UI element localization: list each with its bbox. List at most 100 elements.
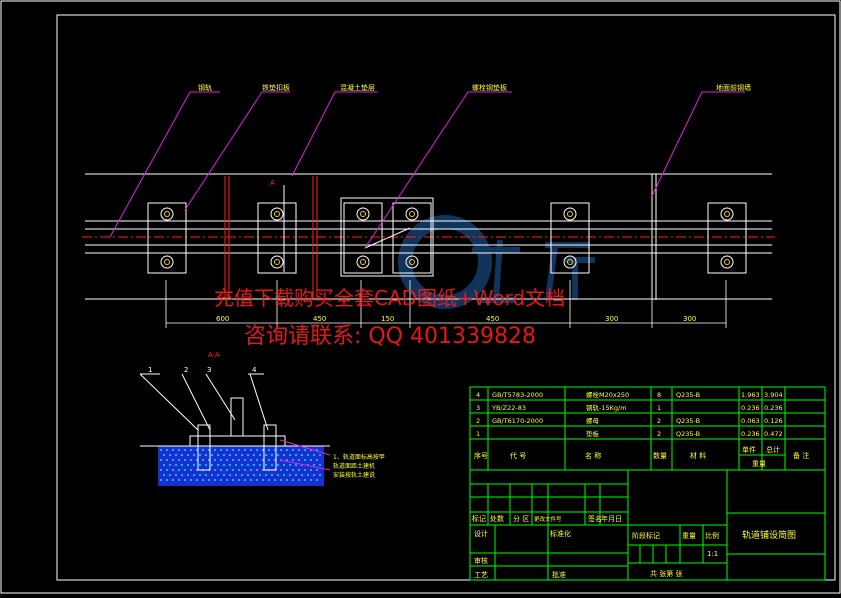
gravel-dot	[258, 453, 262, 457]
gravel-dot	[237, 478, 241, 482]
gravel-dot	[189, 448, 193, 452]
bom-cell-code: YB/Z22-83	[491, 404, 526, 412]
gravel-dot	[276, 473, 280, 477]
drawing-title: 轨道铺设简图	[742, 529, 796, 541]
gravel-dot	[213, 448, 217, 452]
gravel-dot	[237, 448, 241, 452]
bom-cell-unit: 0.236	[741, 430, 760, 438]
svg-text:总计: 总计	[766, 445, 780, 454]
svg-text:1: 1	[148, 366, 152, 374]
label-scale: 比例	[705, 531, 719, 540]
gravel-dot	[189, 468, 193, 472]
bom-cell-total: 3.904	[764, 391, 783, 399]
gravel-dot	[255, 458, 259, 462]
gravel-dot	[297, 448, 301, 452]
bom-cell-unit: 0.063	[741, 417, 760, 425]
bolt-icon	[405, 255, 419, 269]
bolt-icon	[270, 207, 284, 221]
gravel-dot	[303, 468, 307, 472]
gravel-dot	[309, 468, 313, 472]
gravel-dot	[273, 478, 277, 482]
gravel-dot	[285, 468, 289, 472]
gravel-dot	[189, 458, 193, 462]
gravel-dot	[192, 473, 196, 477]
plates	[147, 202, 747, 274]
gravel-dot	[210, 463, 214, 467]
gravel-dot	[249, 468, 253, 472]
gravel-dot	[306, 473, 310, 477]
bom-cell-code: GB/T6170-2000	[492, 417, 543, 425]
gravel-dot	[243, 468, 247, 472]
gravel-dot	[165, 448, 169, 452]
gravel-dot	[228, 463, 232, 467]
gravel-dot	[276, 453, 280, 457]
bolt-icon	[356, 207, 370, 221]
gravel-dot	[162, 463, 166, 467]
label-stage: 阶段标记	[632, 531, 660, 540]
gravel-dot	[279, 468, 283, 472]
rev-sign: 签名	[588, 514, 602, 523]
bom-table	[469, 386, 826, 471]
gravel-dot	[225, 478, 229, 482]
gravel-dot	[279, 448, 283, 452]
svg-text:单件: 单件	[742, 445, 756, 454]
gravel-dot	[225, 468, 229, 472]
gravel-dot	[177, 478, 181, 482]
rev-doc: 更改文件号	[534, 515, 562, 523]
gravel-dot	[165, 468, 169, 472]
bolt-icon	[160, 207, 174, 221]
watermark-line-1: 充值下载购买全套CAD图纸+Word文档	[214, 286, 566, 310]
gravel-dot	[240, 453, 244, 457]
gravel-dot	[282, 473, 286, 477]
bom-cell-qty: 8	[657, 391, 661, 399]
svg-text:4: 4	[252, 366, 257, 374]
gravel-dot	[291, 478, 295, 482]
rev-date: 年月日	[601, 514, 622, 523]
gravel-dot	[168, 453, 172, 457]
gravel-dot	[201, 478, 205, 482]
rail-plate	[147, 202, 187, 274]
bolt-icon	[563, 255, 577, 269]
gravel-dot	[309, 458, 313, 462]
gravel-dot	[318, 473, 322, 477]
gravel-dot	[291, 458, 295, 462]
svg-text:2: 2	[184, 366, 188, 374]
gravel-dot	[237, 468, 241, 472]
bom-cell-no: 3	[476, 404, 480, 412]
gravel-dot	[228, 453, 232, 457]
gravel-dot	[231, 458, 235, 462]
gravel-dot	[252, 463, 256, 467]
gravel-dot	[195, 478, 199, 482]
gravel-dot	[183, 478, 187, 482]
callout-labels: 钢轨 铁垫扣板 混凝土垫层 螺栓钢垫板 地面前钢墙	[198, 83, 751, 92]
gravel-dot	[180, 463, 184, 467]
gravel-dot	[168, 463, 172, 467]
gravel-dot	[255, 468, 259, 472]
scale-value: 1:1	[707, 550, 718, 558]
gravel-dot	[219, 448, 223, 452]
gravel-dot	[312, 463, 316, 467]
gravel-dot	[186, 473, 190, 477]
dim-5: 300	[605, 315, 618, 323]
rail-joints	[224, 176, 318, 298]
gravel-dot	[180, 473, 184, 477]
gravel-dot	[270, 453, 274, 457]
gravel-dot	[264, 463, 268, 467]
gravel-dot	[171, 448, 175, 452]
gravel-dot	[297, 468, 301, 472]
gravel-dot	[279, 478, 283, 482]
callout-leaders	[109, 91, 745, 249]
gravel-dot	[210, 453, 214, 457]
rev-mark: 标记	[472, 514, 486, 523]
gravel-dot	[243, 478, 247, 482]
bom-cell-no: 4	[476, 391, 480, 399]
bom-cell-total: 0.126	[764, 417, 783, 425]
gravel-dot	[207, 478, 211, 482]
gravel-dot	[231, 448, 235, 452]
bom-cell-qty: 2	[657, 430, 661, 438]
title-block	[469, 469, 826, 581]
rev-zone: 分 区	[513, 514, 529, 523]
